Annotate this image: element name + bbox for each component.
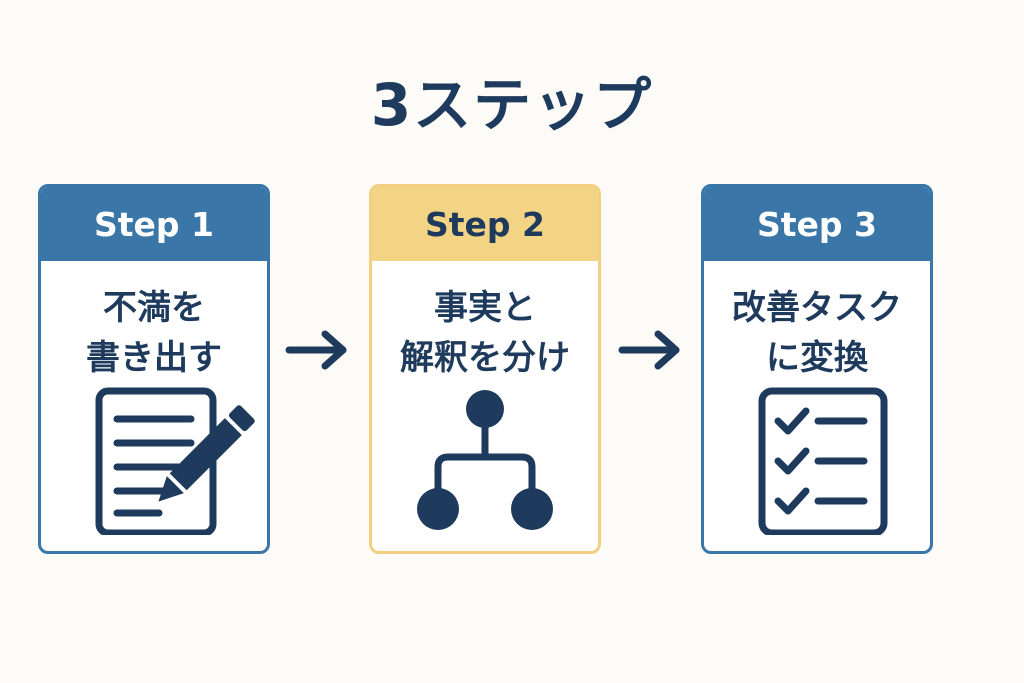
step-2-line-2: 解釈を分け bbox=[400, 338, 570, 378]
step-3-text: 改善タスク に変換 bbox=[704, 283, 930, 383]
arrow-right-icon bbox=[618, 330, 680, 370]
step-2-text: 事実と 解釈を分け bbox=[372, 283, 598, 383]
step-3-header: Step 3 bbox=[704, 187, 930, 261]
step-1-line-1: 不満を bbox=[103, 288, 205, 328]
step-2-card: Step 2 事実と 解釈を分け bbox=[369, 184, 601, 554]
hierarchy-icon bbox=[417, 390, 553, 530]
step-1-line-2: 書き出す bbox=[86, 338, 222, 378]
step-2-header: Step 2 bbox=[372, 187, 598, 261]
step-1-header: Step 1 bbox=[41, 187, 267, 261]
step-1-card: Step 1 不満を 書き出す bbox=[38, 184, 270, 554]
step-3-line-1: 改善タスク bbox=[732, 288, 902, 328]
checklist-icon bbox=[758, 387, 888, 535]
step-3-line-2: に変換 bbox=[766, 338, 868, 378]
page-title: 3ステップ bbox=[370, 71, 654, 139]
step-2-line-1: 事実と bbox=[434, 288, 536, 328]
step-1-text: 不満を 書き出す bbox=[41, 283, 267, 383]
document-pencil-icon bbox=[95, 387, 255, 535]
step-3-card: Step 3 改善タスク に変換 bbox=[701, 184, 933, 554]
arrow-right-icon bbox=[285, 330, 347, 370]
